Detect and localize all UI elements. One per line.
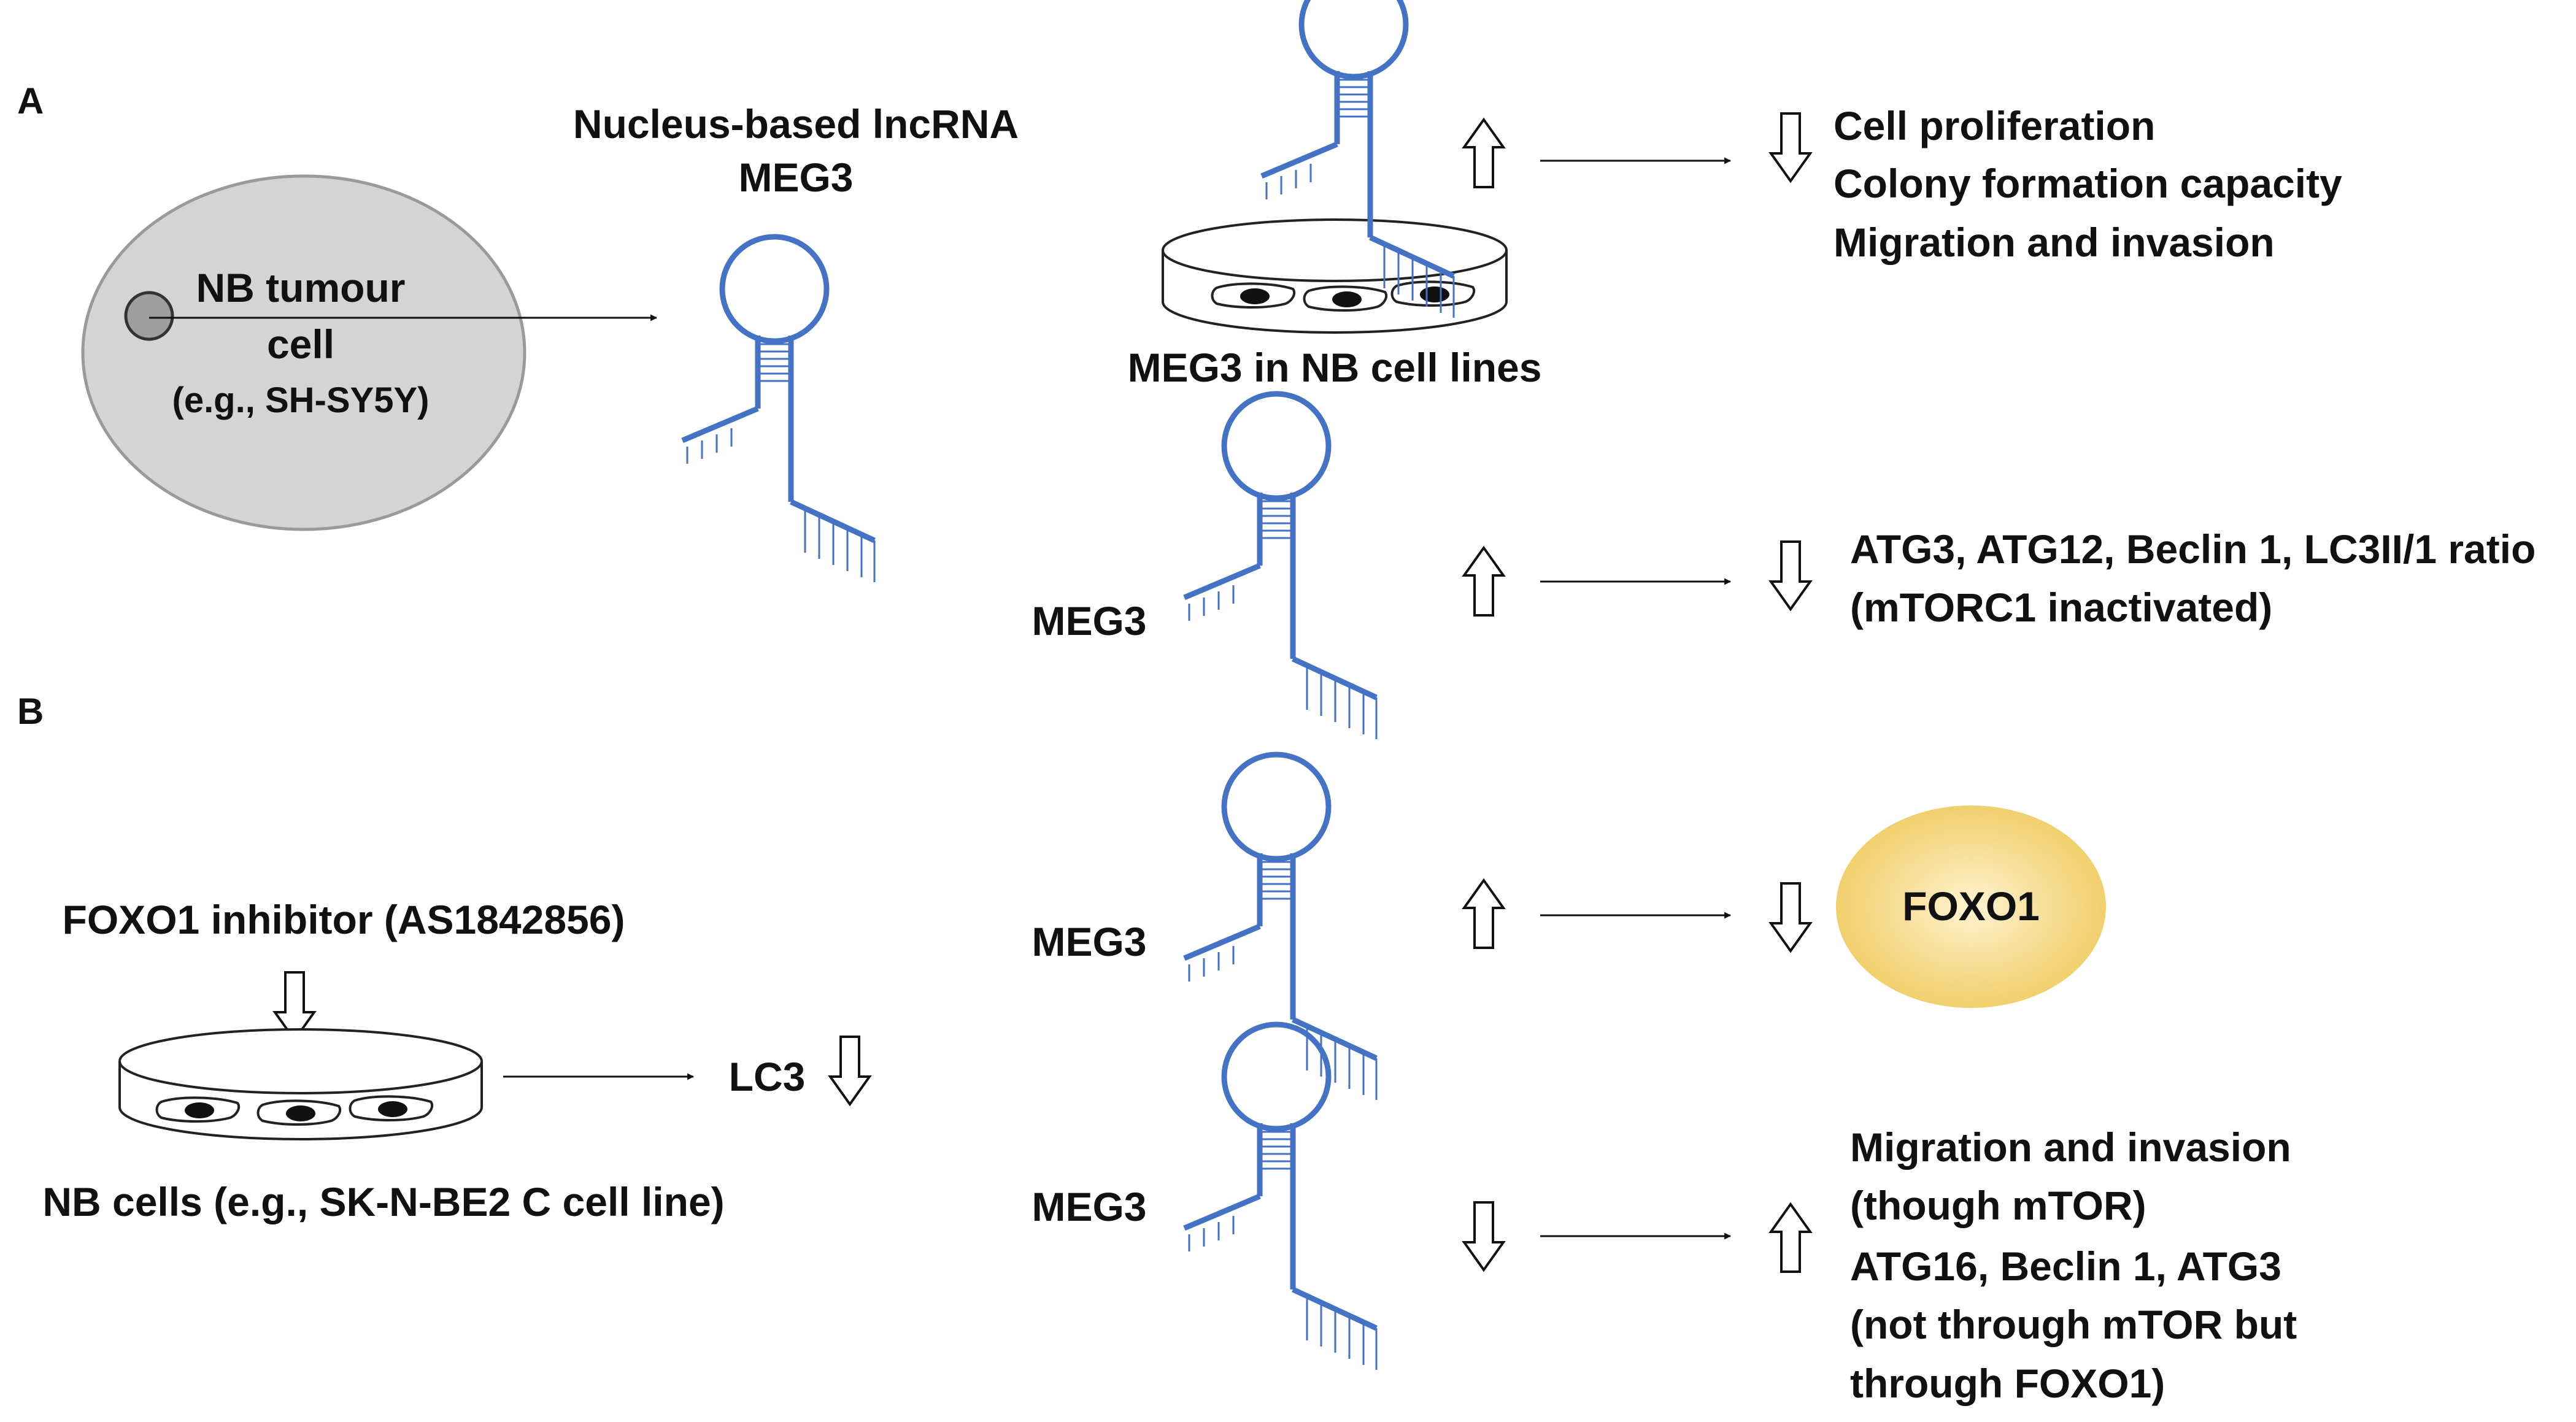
meg3-rna-b1 [1184,755,1376,1100]
meg3-rna-main [682,237,874,582]
foxo1-label: FOXO1 [1902,883,2040,929]
effect-3-line: (though mTOR) [1850,1183,2146,1228]
cell-label-line3: (e.g., SH-SY5Y) [172,380,430,420]
meg3-label-a: MEG3 [1032,598,1146,644]
dish-cell [1211,282,1296,309]
dish-cell [1390,280,1476,307]
effect-1-line: Migration and invasion [1834,220,2275,265]
down-arrow-icon [1770,882,1811,952]
effect-1-line: Colony formation capacity [1834,161,2342,206]
up-arrow-icon [1770,1203,1811,1273]
effect-2-line: ATG3, ATG12, Beclin 1, LC3II/1 ratio [1850,526,2536,572]
dish-cell [256,1099,342,1126]
down-arrow-icon [829,1036,871,1105]
panel-b-label: B [17,691,44,732]
down-arrow-icon [1770,540,1811,610]
effect-3-line: through FOXO1) [1850,1361,2165,1406]
cell-label-line2: cell [267,321,334,367]
down-arrow-icon [1770,112,1811,182]
cell-label-line1: NB tumour [196,265,406,310]
up-arrow-icon [1463,118,1505,188]
meg3-label-b2: MEG3 [1032,1184,1146,1229]
effect-2-line: (mTORC1 inactivated) [1850,585,2272,630]
dish-cell [349,1095,434,1121]
meg3-rna-a2 [1184,394,1376,739]
dish-cell [1303,285,1388,312]
lncrna-title-line2: MEG3 [738,155,853,200]
meg3-label-b1: MEG3 [1032,919,1146,964]
panel-a-label: A [17,80,44,121]
foxo1-protein [1836,805,2106,1008]
lncrna-title-line1: Nucleus-based lncRNA [573,101,1019,147]
cell-body [81,174,526,531]
dish-rim [1162,218,1508,282]
dish-rim [118,1028,483,1094]
lc3-label: LC3 [729,1054,806,1099]
dish-cell [155,1096,241,1123]
down-arrow-icon [1463,1201,1505,1271]
nucleus [124,291,174,341]
dish-caption-a: MEG3 in NB cell lines [1128,345,1542,390]
dish-caption-b: NB cells (e.g., SK-N-BE2 C cell line) [42,1179,724,1224]
nb-cells-dish [118,1028,483,1140]
inhibitor-label: FOXO1 inhibitor (AS1842856) [63,897,625,942]
meg3-rna-b2 [1184,1024,1376,1370]
effect-1-line: Cell proliferation [1834,103,2155,148]
effect-3-line: ATG16, Beclin 1, ATG3 [1850,1243,2281,1289]
nb-cell-line-dish [1162,218,1508,334]
effect-3-line: Migration and invasion [1850,1124,2291,1170]
nb-tumour-cell: NB tumour cell (e.g., SH-SY5Y) [81,174,526,531]
up-arrow-icon [1463,879,1505,949]
up-arrow-icon [1463,547,1505,617]
effect-3-line: (not through mTOR but [1850,1302,2297,1347]
